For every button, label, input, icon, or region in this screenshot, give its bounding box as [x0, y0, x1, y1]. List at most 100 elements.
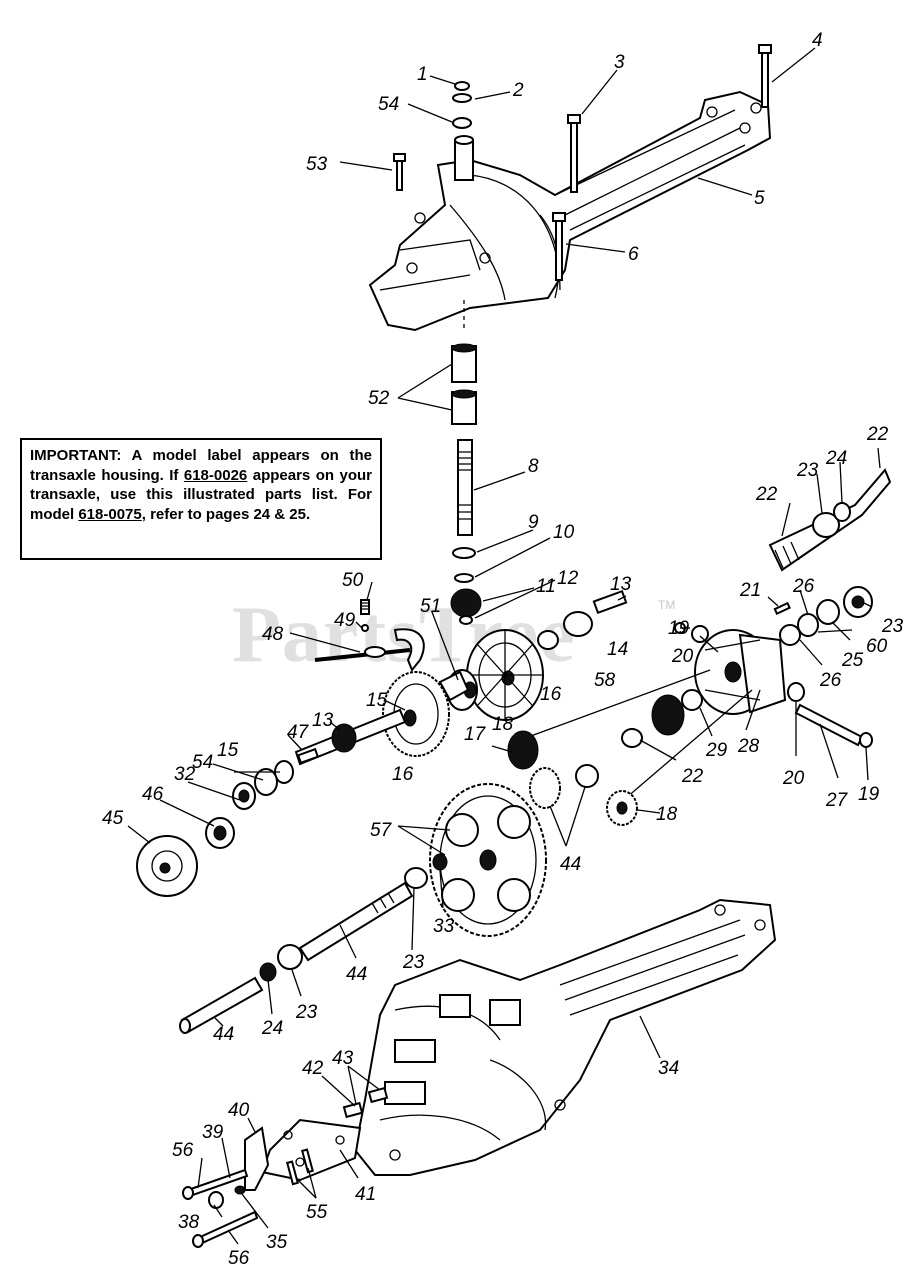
callout-55: 55	[306, 1202, 328, 1223]
callout-57: 57	[370, 820, 393, 841]
lever-40	[244, 1126, 270, 1191]
callout-15-upper: 15	[366, 690, 388, 711]
bevel-gears-29-22	[621, 689, 703, 748]
callout-54-top: 54	[378, 94, 399, 115]
washers-54-15-32-46	[205, 760, 294, 849]
callout-27: 27	[825, 790, 849, 811]
callout-26-upper: 26	[792, 576, 815, 597]
callout-23-lower: 23	[295, 1002, 318, 1023]
callout-20-lower: 20	[782, 768, 805, 789]
callout-53: 53	[306, 154, 328, 175]
callout-44-gear: 44	[560, 854, 581, 875]
upper-housing	[368, 90, 772, 332]
important-note-box: IMPORTANT: A model label appears on the …	[20, 438, 382, 560]
spur-gear-16	[382, 671, 450, 757]
detent-42-43	[342, 1086, 389, 1119]
leader-lines	[127, 47, 881, 1245]
callout-23-upper: 23	[796, 460, 819, 481]
callout-23-right: 23	[881, 616, 904, 637]
callout-52: 52	[368, 388, 390, 409]
washers-25-26-60-23	[773, 586, 873, 646]
callout-11: 11	[536, 576, 556, 597]
bevel-gear-16	[466, 629, 544, 721]
watermark-trademark: TM	[658, 598, 676, 612]
callout-9: 9	[528, 512, 539, 533]
callout-4: 4	[812, 30, 823, 51]
callout-24-upper: 24	[825, 448, 847, 469]
callout-34: 34	[658, 1058, 679, 1079]
callout-49: 49	[334, 610, 356, 631]
callout-19-lower: 19	[858, 784, 880, 805]
callout-46: 46	[142, 784, 164, 805]
callout-21: 21	[739, 580, 761, 601]
washer-33	[432, 853, 448, 871]
callout-18-lower: 18	[656, 804, 678, 825]
callout-10: 10	[553, 522, 575, 543]
gear-18-upper	[507, 730, 539, 770]
callout-44-short: 44	[213, 1024, 234, 1045]
callout-12: 12	[557, 568, 579, 589]
callout-24-lower: 24	[261, 1018, 283, 1039]
callout-54-lower: 54	[192, 752, 213, 773]
callout-14: 14	[607, 639, 628, 660]
note-model-a: 618-0026	[183, 466, 248, 484]
callout-22-upper: 22	[866, 424, 889, 445]
bolt-6	[552, 212, 566, 281]
callout-35: 35	[266, 1232, 288, 1253]
callout-19-upper: 19	[668, 618, 690, 639]
note-text-2: appears on your transaxle, use this illu…	[30, 466, 372, 523]
shift-fork-51-17	[438, 669, 478, 711]
callout-1: 1	[417, 64, 428, 85]
callout-22-lower: 22	[681, 766, 704, 787]
callout-13-lower: 13	[312, 710, 334, 731]
gear-44-small	[529, 764, 599, 809]
callout-16-bevel: 16	[540, 684, 562, 705]
bushing-23-lower	[259, 944, 303, 982]
gear-18-lower	[606, 790, 638, 826]
callout-23-shaft: 23	[402, 952, 425, 973]
washers-1-2-54	[452, 81, 472, 129]
shaft-8	[457, 439, 473, 536]
callout-5: 5	[754, 188, 765, 209]
shaft-44-short	[179, 976, 264, 1034]
shift-rod-48	[314, 628, 425, 672]
callout-3: 3	[614, 52, 625, 73]
callout-42: 42	[302, 1058, 324, 1079]
bolt-53	[393, 153, 406, 191]
axle-27	[674, 622, 873, 748]
callout-48: 48	[262, 624, 284, 645]
callout-labels: 1 2 3 4 5 6 53 54 52 8 9 10 11 12 13 14 …	[102, 30, 904, 1269]
callout-43: 43	[332, 1048, 354, 1069]
lower-housing	[353, 898, 777, 1176]
callout-47: 47	[287, 722, 310, 743]
callout-22-mid: 22	[755, 484, 778, 505]
callout-56-lower: 56	[228, 1248, 250, 1269]
callout-45: 45	[102, 808, 124, 829]
bolt-3	[567, 114, 581, 193]
callout-50: 50	[342, 570, 364, 591]
pinion-11	[450, 588, 482, 625]
callout-8: 8	[528, 456, 539, 477]
callout-17: 17	[464, 724, 487, 745]
callout-38: 38	[178, 1212, 200, 1233]
callout-18-upper: 18	[492, 714, 514, 735]
callout-13-top: 13	[610, 574, 632, 595]
callout-16-spur: 16	[392, 764, 414, 785]
callout-56-upper: 56	[172, 1140, 194, 1161]
callout-32: 32	[174, 764, 196, 785]
callout-26-lower: 26	[819, 670, 842, 691]
callout-41: 41	[355, 1184, 376, 1205]
callout-28: 28	[737, 736, 760, 757]
callout-33: 33	[433, 916, 455, 937]
bushings-52	[451, 343, 477, 425]
callout-60: 60	[866, 636, 888, 657]
pins-55	[285, 1148, 314, 1186]
washers-9-10	[452, 547, 476, 583]
shaft-44-main	[298, 867, 428, 962]
callout-6: 6	[628, 244, 639, 265]
callout-29: 29	[705, 740, 728, 761]
callout-25: 25	[841, 650, 864, 671]
callout-51: 51	[420, 596, 441, 617]
differential-28	[694, 629, 787, 715]
